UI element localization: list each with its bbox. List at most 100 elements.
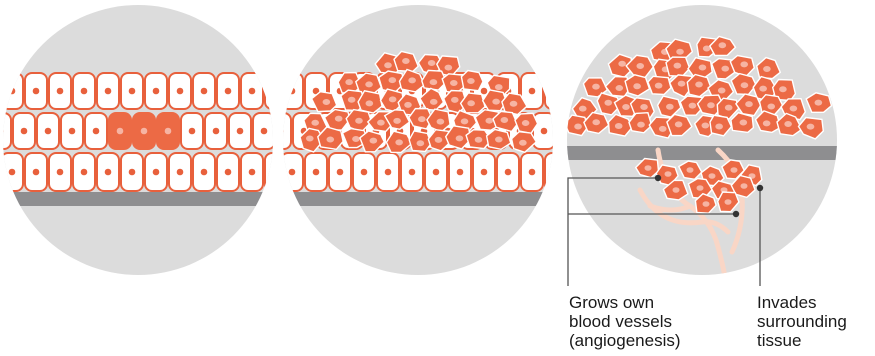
cell-nucleus	[141, 128, 148, 135]
cell-nucleus	[129, 169, 136, 176]
leader-dot	[733, 211, 739, 217]
cancer-cell-nucleus	[763, 66, 771, 72]
cancer-cell-nucleus	[389, 96, 397, 102]
cancer-cell-nucleus	[699, 65, 707, 71]
label-angiogenesis-line-3: (angiogenesis)	[569, 331, 681, 350]
cell-nucleus	[33, 88, 40, 95]
cancer-cell-nucleus	[510, 101, 518, 107]
cell-nucleus	[277, 128, 284, 135]
cancer-cell-nucleus	[495, 84, 503, 90]
panel-normal-tissue	[0, 5, 299, 275]
cell-nucleus	[105, 169, 112, 176]
cancer-cell-nucleus	[461, 118, 469, 124]
cell-nucleus	[201, 169, 208, 176]
cancer-cell-nucleus	[485, 118, 493, 124]
cell-nucleus	[481, 88, 488, 95]
cancer-cell-nucleus	[618, 61, 626, 67]
cancer-cell-nucleus	[678, 81, 686, 87]
leader-dot	[757, 185, 763, 191]
cancer-cell-nucleus	[404, 102, 412, 108]
cell-nucleus	[249, 88, 256, 95]
cancer-cell-nucleus	[665, 171, 672, 177]
cancer-cell-nucleus	[604, 100, 612, 106]
cell-nucleus	[33, 169, 40, 176]
cancer-cell-nucleus	[615, 123, 623, 129]
cancer-cell-nucleus	[740, 61, 748, 67]
cell-nucleus	[433, 169, 440, 176]
cancer-cell-nucleus	[393, 118, 401, 124]
cancer-cell-nucleus	[395, 139, 403, 145]
normal-cell	[545, 153, 567, 191]
cancer-cell-nucleus	[807, 124, 815, 130]
cancer-cell-nucleus	[715, 123, 723, 129]
cancer-cell-nucleus	[721, 66, 729, 72]
cancer-cell-nucleus	[741, 183, 748, 189]
cancer-cell-nucleus	[352, 136, 360, 142]
panel-1-basement-membrane	[0, 192, 280, 206]
cell-nucleus	[337, 169, 344, 176]
cell-nucleus	[129, 88, 136, 95]
normal-cell	[1, 73, 23, 109]
cell-nucleus	[273, 88, 280, 95]
cancer-cell-nucleus	[815, 100, 823, 106]
panel-3-basement-membrane	[566, 146, 846, 160]
cancer-cell-nucleus	[616, 85, 624, 91]
normal-cell	[265, 73, 287, 109]
cancer-cell-nucleus	[790, 105, 798, 111]
cell-nucleus	[21, 128, 28, 135]
label-angiogenesis: Grows own blood vessels (angiogenesis)	[569, 293, 681, 350]
cancer-cell-nucleus	[741, 82, 749, 88]
cell-nucleus	[225, 169, 232, 176]
cancer-cell-nucleus	[633, 83, 641, 89]
cell-nucleus	[9, 169, 16, 176]
cancer-cell-nucleus	[725, 199, 732, 205]
cancer-cell-nucleus	[475, 137, 483, 143]
cancer-cell-nucleus	[689, 103, 697, 109]
cancer-cell-nucleus	[767, 103, 775, 109]
cancer-cell-nucleus	[435, 137, 443, 143]
cancer-cell-nucleus	[592, 84, 600, 90]
label-invasion-line-3: tissue	[757, 331, 847, 350]
cell-nucleus	[177, 88, 184, 95]
cell-nucleus	[153, 88, 160, 95]
cell-nucleus	[81, 88, 88, 95]
cancer-cell-nucleus	[450, 80, 458, 86]
cancer-cell-nucleus	[622, 104, 630, 110]
cell-nucleus	[553, 88, 560, 95]
cancer-cell-nucleus	[745, 101, 753, 107]
cancer-cell-nucleus	[707, 102, 715, 108]
cancer-cell-nucleus	[719, 42, 727, 48]
cell-nucleus	[261, 128, 268, 135]
cancer-cell-nucleus	[366, 100, 374, 106]
cancer-cell-nucleus	[456, 135, 464, 141]
cancer-cell-nucleus	[637, 122, 645, 128]
cell-nucleus	[385, 169, 392, 176]
cancer-cell-nucleus	[430, 79, 438, 85]
cancer-cell-nucleus	[687, 167, 694, 173]
normal-cell	[265, 153, 287, 191]
cancer-cell-nucleus	[467, 78, 475, 84]
cancer-cell-nucleus	[697, 185, 704, 191]
cancer-cell-nucleus	[492, 99, 500, 105]
leader-dot	[655, 175, 661, 181]
cell-nucleus	[289, 169, 296, 176]
cancer-cell-nucleus	[467, 100, 475, 106]
cancer-cell-nucleus	[718, 87, 726, 93]
cell-nucleus	[289, 88, 296, 95]
cancer-cell-nucleus	[640, 104, 648, 110]
cell-nucleus	[265, 88, 272, 95]
cell-nucleus	[117, 128, 124, 135]
cancer-cell-nucleus	[666, 104, 674, 110]
label-invasion: Invades surrounding tissue	[757, 293, 847, 350]
cancer-cell-nucleus	[428, 60, 436, 66]
cancer-cell-nucleus	[408, 77, 416, 83]
cell-nucleus	[213, 128, 220, 135]
cancer-cell-nucleus	[592, 119, 600, 125]
cancer-cell-nucleus	[636, 63, 644, 69]
cancer-cell-nucleus	[451, 97, 459, 103]
cancer-cell-nucleus	[674, 63, 682, 69]
cancer-cell-nucleus	[445, 65, 453, 71]
cancer-cell-nucleus	[673, 187, 680, 193]
cancer-cell-nucleus	[501, 117, 509, 123]
